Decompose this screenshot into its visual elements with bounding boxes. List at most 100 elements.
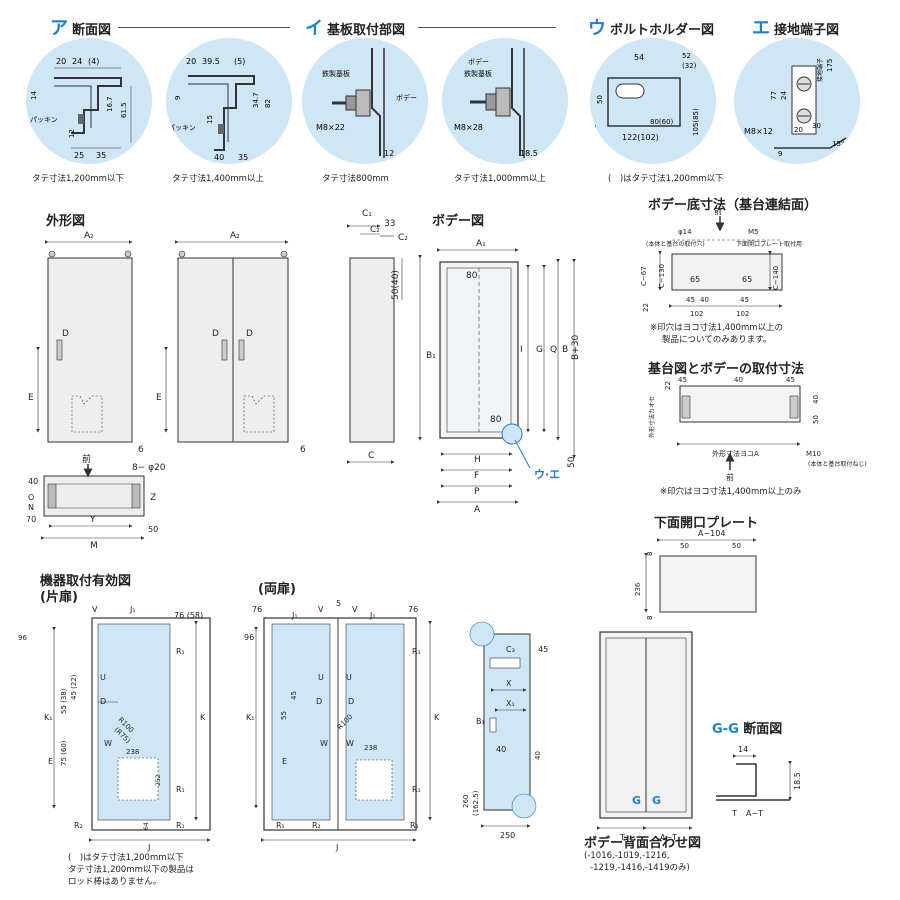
dim-r2: R₂ <box>312 821 321 830</box>
dim-g: G <box>536 345 543 355</box>
ground-mark-label: 接地端子 <box>816 58 824 82</box>
ue-callout: ウ·エ <box>534 468 560 481</box>
dim-50: 50 <box>148 525 158 534</box>
dim-64: 64 <box>143 822 150 830</box>
dim-b30: B+30 <box>571 335 581 360</box>
body-group <box>437 248 576 504</box>
dim-v: V <box>352 605 358 614</box>
bolt-label: M8×22 <box>316 123 345 132</box>
dim-r2: R₂ <box>74 821 83 830</box>
dim-e: E <box>28 393 34 403</box>
dim-r1: R₁ <box>412 785 421 794</box>
detail-circle-i1: 鉄製基板 ボデー M8×22 12 <box>302 38 428 164</box>
gaikei-group <box>36 224 422 540</box>
bolt-label: M8×28 <box>454 123 483 132</box>
caption-4: タテ寸法1,000mm以上 <box>454 174 546 184</box>
title-back: ボデー背面合わせ図 <box>584 836 702 851</box>
dim-v: V <box>92 605 98 614</box>
detail-circle-i2: ボデー 鉄製基板 M8×28 18.5 <box>442 38 568 164</box>
dim-76: 76 <box>408 605 418 614</box>
dim-text: 24 <box>780 91 788 100</box>
dim-45: 45 <box>538 645 548 654</box>
title-kiki-sub: (片扉) <box>40 590 78 605</box>
dim-text: 12 <box>68 129 76 138</box>
dim-r1: R₁ <box>412 647 421 656</box>
dim-6: 6 <box>138 445 144 455</box>
dim-236: 236 <box>634 582 642 596</box>
header-i: イ基板取付部図 <box>305 18 406 39</box>
dim-c: C <box>368 451 374 461</box>
dim-c67: C−67 <box>640 266 648 286</box>
dim-b: B <box>562 345 568 355</box>
caption-3: タテ寸法800mm <box>322 174 389 184</box>
dim-phi14: φ14 <box>678 228 692 236</box>
detail-circle-a1: 20 24 (4) 14 16.7 61.5 パッキン 12 25 35 <box>26 38 152 164</box>
g-mark: G <box>652 794 661 807</box>
dim-phi20: 8− φ20 <box>132 463 166 473</box>
dim-u: U <box>318 673 324 682</box>
dim-76-58: 76 (58) <box>174 611 203 620</box>
dim-c1: C₁ <box>362 209 372 219</box>
front-label: 前 <box>82 453 91 465</box>
dim-50: 50 <box>732 542 741 550</box>
dim-55-38: 55 (38) <box>60 688 68 714</box>
dim-a1: A₁ <box>476 239 486 249</box>
dim-j: J <box>147 843 150 852</box>
dim-r1: R₁ <box>176 647 185 656</box>
back-group <box>597 631 693 830</box>
dim-text: 39.5 <box>202 57 220 66</box>
dim-k: K <box>434 713 440 722</box>
dim-6: 6 <box>300 445 306 455</box>
note-kiki-1: ( )はタテ寸法1,200mm以下 <box>68 853 184 863</box>
dim-40: 40 <box>534 751 542 760</box>
dim-r1: R₁ <box>276 821 285 830</box>
dim-t: T <box>619 833 625 842</box>
kiki-group <box>52 617 211 842</box>
dim-labels: A₂ A₂ D D D E E 6 6 C₁ 33 C₂ C₂ 50(40) B… <box>18 206 867 852</box>
dim-45: 45 <box>786 376 795 384</box>
title-body: ボデー図 <box>432 214 485 229</box>
dim-a2: A₂ <box>230 231 240 241</box>
title-gg: G-G 断面図 <box>712 722 783 737</box>
dim-text: 175 <box>826 59 834 72</box>
outer-label: 外形寸法ヨコA <box>712 449 759 458</box>
dim-102: 102 <box>690 310 703 318</box>
dim-text: 18.5 <box>520 149 538 158</box>
dim-40: 40 <box>700 296 709 304</box>
header-i-rule <box>418 27 556 28</box>
dim-d: D <box>62 329 69 339</box>
dim-w: W <box>320 739 328 748</box>
dim-c130: C−130 <box>658 264 666 288</box>
dim-55: 55 <box>280 711 288 720</box>
dim-text: 34.7 <box>252 92 260 108</box>
dim-text: 20 <box>56 57 66 66</box>
dim-45: 45 <box>740 296 749 304</box>
packing-label: パッキン <box>30 116 58 124</box>
dim-text: 30 <box>812 122 821 130</box>
dim-p: P <box>474 487 480 497</box>
title-bottom: ボデー底寸法（基台連結面） <box>648 198 818 213</box>
dim-40: 40 <box>734 376 743 384</box>
dim-d: D <box>212 329 219 339</box>
m10-note: (本体と基台取付ねじ) <box>808 460 867 468</box>
dim-c2: C₂ <box>398 233 408 243</box>
dim-z: Z <box>150 493 156 503</box>
caption-1: タテ寸法1,200mm以下 <box>32 174 124 184</box>
dim-text: 122(102) <box>622 133 659 142</box>
dim-e: E <box>282 757 287 766</box>
dim-a-t: A−T <box>746 809 763 818</box>
title-gaikei: 外形図 <box>46 214 86 229</box>
dim-40: 40 <box>28 477 38 486</box>
steel-board-label: 鉄製基板 <box>464 69 492 78</box>
dim-j1: J₁ <box>369 611 376 620</box>
dim-o: O <box>28 493 34 502</box>
dim-text: 9 <box>174 96 182 100</box>
dim-70: 70 <box>26 515 36 524</box>
dim-text: 15° <box>832 140 844 148</box>
phi14-note: (本体と基台の取付穴) <box>646 240 705 248</box>
dim-text: (32) <box>682 62 697 70</box>
dim-text: 82 <box>264 99 272 108</box>
note-bottom-1: ※印穴はヨコ寸法1,400mm以上の <box>650 323 784 333</box>
dim-text: 80(60) <box>650 118 674 126</box>
dim-i: I <box>520 345 523 355</box>
